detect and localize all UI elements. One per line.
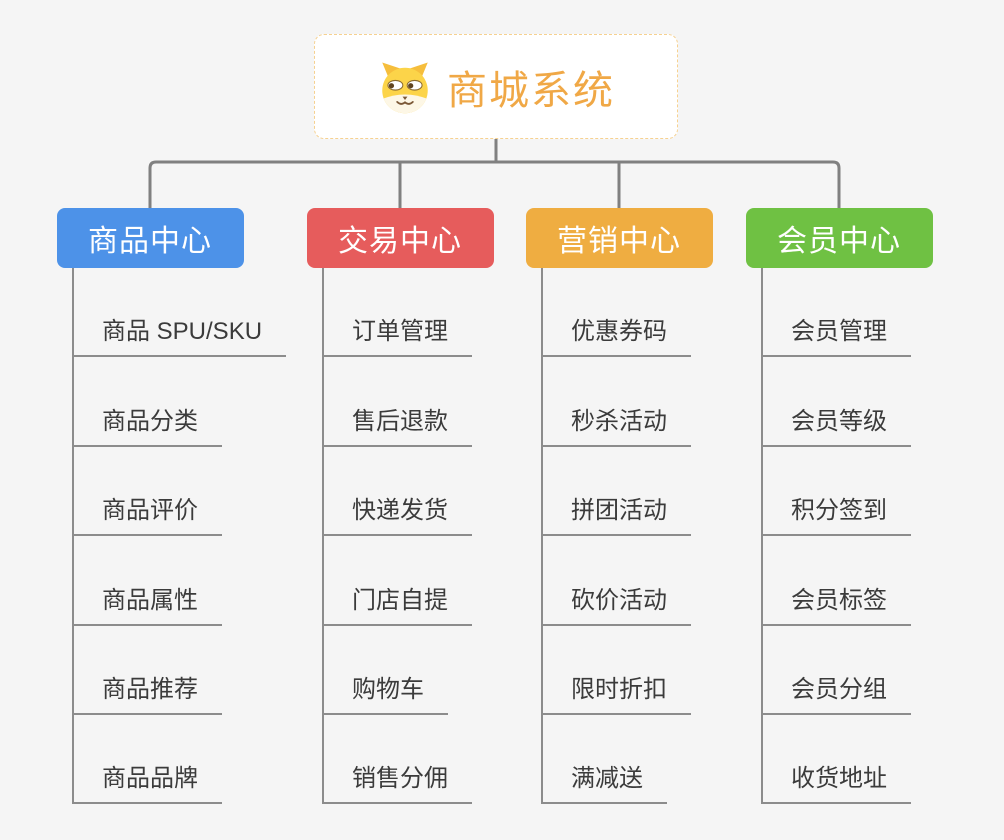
- branch-node-product-center[interactable]: 商品中心: [56, 208, 244, 268]
- leaf-row: 砍价活动: [541, 536, 691, 626]
- leaf-row: 拼团活动: [541, 447, 691, 537]
- leaf-column-product-center: 商品 SPU/SKU 商品分类商品评价商品属性商品推荐商品品牌: [72, 268, 287, 805]
- leaf-node-trade-center-1[interactable]: 售后退款: [322, 401, 472, 447]
- leaf-node-marketing-center-3[interactable]: 砍价活动: [541, 580, 691, 626]
- leaf-row: 商品分类: [72, 357, 286, 447]
- leaf-row: 购物车: [322, 626, 472, 715]
- leaf-row: 商品 SPU/SKU: [72, 268, 287, 358]
- leaf-row: 销售分佣: [322, 715, 472, 805]
- leaf-node-trade-center-0[interactable]: 订单管理: [322, 311, 472, 358]
- leaf-node-product-center-4[interactable]: 商品推荐: [72, 669, 222, 715]
- leaf-row: 会员管理: [761, 268, 911, 358]
- branch-node-trade-center[interactable]: 交易中心: [306, 208, 494, 268]
- leaf-node-trade-center-3[interactable]: 门店自提: [322, 580, 472, 626]
- leaf-row: 优惠券码: [541, 268, 691, 358]
- leaf-node-product-center-0[interactable]: 商品 SPU/SKU: [72, 311, 287, 358]
- leaf-column-trade-center: 订单管理售后退款快递发货门店自提购物车销售分佣: [322, 268, 472, 805]
- dog-icon: [382, 62, 428, 113]
- leaf-node-member-center-1[interactable]: 会员等级: [761, 401, 911, 447]
- leaf-node-product-center-2[interactable]: 商品评价: [72, 490, 222, 537]
- leaf-column-line: [72, 268, 74, 802]
- leaf-row: 收货地址: [761, 715, 911, 805]
- leaf-node-member-center-5[interactable]: 收货地址: [761, 758, 911, 805]
- leaf-row: 秒杀活动: [541, 357, 691, 447]
- leaf-row: 快递发货: [322, 447, 472, 537]
- leaf-node-marketing-center-1[interactable]: 秒杀活动: [541, 401, 691, 447]
- leaf-node-trade-center-4[interactable]: 购物车: [322, 669, 448, 715]
- leaf-node-trade-center-5[interactable]: 销售分佣: [322, 758, 472, 805]
- leaf-node-member-center-0[interactable]: 会员管理: [761, 311, 911, 358]
- root-node-label: 商城系统: [447, 68, 615, 113]
- leaf-node-member-center-4[interactable]: 会员分组: [761, 669, 911, 715]
- leaf-row: 订单管理: [322, 268, 472, 358]
- leaf-node-marketing-center-5[interactable]: 满减送: [541, 758, 667, 805]
- leaf-node-product-center-5[interactable]: 商品品牌: [72, 758, 222, 805]
- leaf-row: 门店自提: [322, 536, 472, 626]
- leaf-column-member-center: 会员管理会员等级积分签到会员标签会员分组收货地址: [761, 268, 911, 805]
- leaf-node-product-center-1[interactable]: 商品分类: [72, 401, 222, 447]
- leaf-node-marketing-center-2[interactable]: 拼团活动: [541, 490, 691, 537]
- leaf-column-line: [322, 268, 324, 802]
- leaf-node-product-center-3[interactable]: 商品属性: [72, 580, 222, 626]
- leaf-row: 限时折扣: [541, 626, 691, 715]
- leaf-node-marketing-center-4[interactable]: 限时折扣: [541, 669, 691, 715]
- leaf-row: 会员标签: [761, 536, 911, 626]
- leaf-row: 商品评价: [72, 447, 286, 537]
- leaf-row: 商品推荐: [72, 626, 286, 715]
- root-node[interactable]: 商城系统: [314, 34, 678, 139]
- leaf-node-trade-center-2[interactable]: 快递发货: [322, 490, 472, 537]
- leaf-row: 会员分组: [761, 626, 911, 715]
- leaf-row: 商品品牌: [72, 715, 286, 805]
- leaf-column-line: [541, 268, 543, 802]
- leaf-row: 会员等级: [761, 357, 911, 447]
- leaf-row: 商品属性: [72, 536, 286, 626]
- leaf-node-member-center-2[interactable]: 积分签到: [761, 490, 911, 537]
- leaf-row: 满减送: [541, 715, 691, 805]
- leaf-column-marketing-center: 优惠券码秒杀活动拼团活动砍价活动限时折扣满减送: [541, 268, 691, 805]
- leaf-row: 售后退款: [322, 357, 472, 447]
- branch-node-marketing-center[interactable]: 营销中心: [525, 208, 713, 268]
- branch-node-member-center[interactable]: 会员中心: [745, 208, 933, 268]
- leaf-node-member-center-3[interactable]: 会员标签: [761, 580, 911, 626]
- leaf-node-marketing-center-0[interactable]: 优惠券码: [541, 311, 691, 358]
- leaf-column-line: [761, 268, 763, 802]
- leaf-row: 积分签到: [761, 447, 911, 537]
